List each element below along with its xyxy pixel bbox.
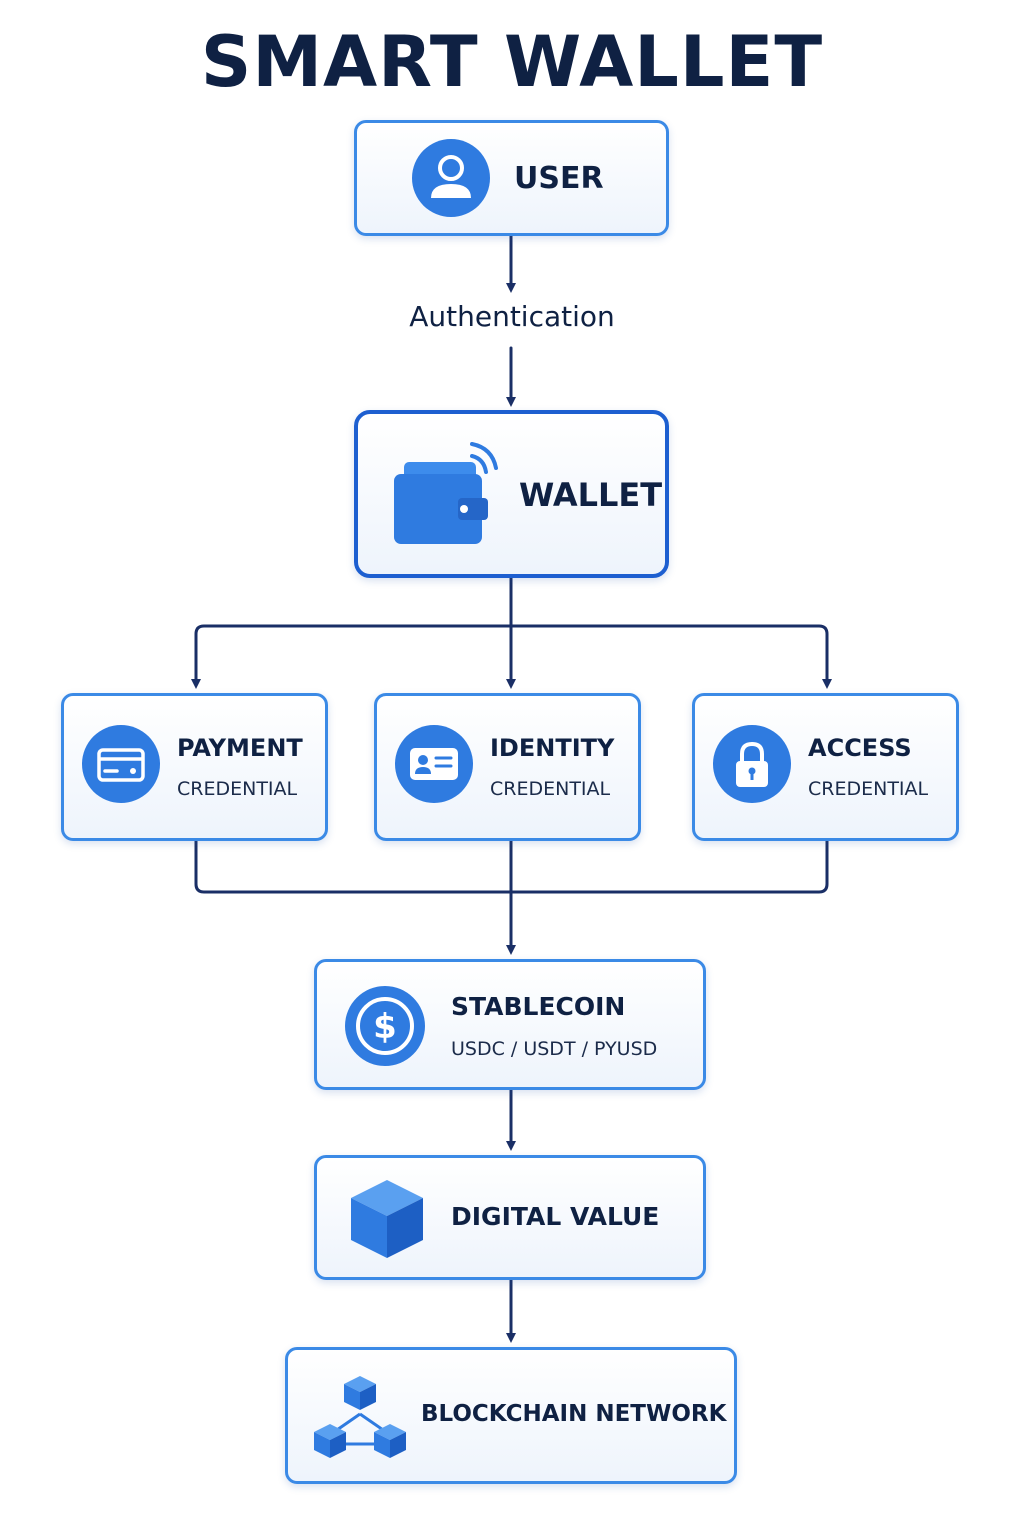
- access-credential-node: ACCESS CREDENTIAL: [692, 693, 959, 841]
- arrow-wallet-to-access: [509, 624, 832, 689]
- payment-label: PAYMENT: [177, 734, 303, 762]
- blockchain-network-node: BLOCKCHAIN NETWORK: [285, 1347, 737, 1484]
- lock-icon: [713, 725, 791, 803]
- access-label: ACCESS: [808, 734, 912, 762]
- user-node: USER: [354, 120, 669, 236]
- arrow-wallet-to-payment: [191, 624, 513, 689]
- user-icon: [412, 139, 490, 217]
- wallet-label: WALLET: [519, 476, 663, 514]
- identity-label: IDENTITY: [490, 734, 615, 762]
- cube-icon: [351, 1180, 423, 1258]
- stablecoin-node: $ STABLECOIN USDC / USDT / PYUSD: [314, 959, 706, 1090]
- line-payment-merge: [194, 839, 513, 894]
- stablecoin-label: STABLECOIN: [451, 992, 626, 1021]
- dollar-coin-icon: $: [345, 986, 425, 1066]
- stablecoin-sublabel: USDC / USDT / PYUSD: [451, 1038, 658, 1060]
- wallet-node: WALLET: [354, 410, 669, 578]
- payment-sublabel: CREDENTIAL: [177, 778, 298, 800]
- identity-credential-node: IDENTITY CREDENTIAL: [374, 693, 641, 841]
- wallet-icon: [394, 442, 498, 544]
- payment-credential-node: PAYMENT CREDENTIAL: [61, 693, 328, 841]
- digital-value-label: DIGITAL VALUE: [451, 1202, 660, 1231]
- line-access-merge: [509, 839, 829, 894]
- credit-card-icon: [82, 725, 160, 803]
- blockchain-icon: [314, 1376, 406, 1458]
- diagram-title: SMART WALLET: [200, 21, 824, 103]
- authentication-label: Authentication: [409, 300, 615, 333]
- svg-text:$: $: [373, 1007, 397, 1047]
- blockchain-network-label: BLOCKCHAIN NETWORK: [421, 1401, 727, 1427]
- id-card-icon: [395, 725, 473, 803]
- user-label: USER: [514, 161, 604, 196]
- digital-value-node: DIGITAL VALUE: [314, 1155, 706, 1280]
- access-sublabel: CREDENTIAL: [808, 778, 929, 800]
- identity-sublabel: CREDENTIAL: [490, 778, 611, 800]
